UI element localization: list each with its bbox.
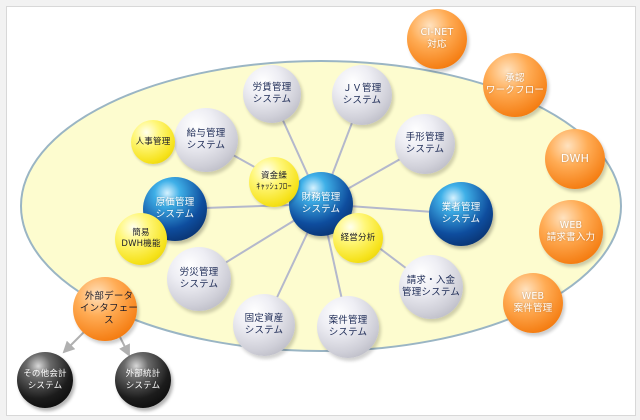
node-label: 外部データ インタフェース <box>79 291 139 326</box>
node-label: 業者管理 システム <box>441 202 481 225</box>
diagram-canvas: 労賃管理 システム ＪＶ管理 システム 手形管理 システム 給与管理 システム … <box>6 6 636 416</box>
node-rodo-chingin: 労賃管理 システム <box>243 65 301 123</box>
node-label: その他会計 システム <box>23 369 67 391</box>
node-label: 外部統計 システム <box>125 369 161 391</box>
node-kanni-dwh: 簡易 DWH機能 <box>115 213 167 265</box>
node-anken: 案件管理 システム <box>317 296 379 358</box>
node-label: 資金繰 ｷｬｯｼｭﾌﾛｰ <box>256 171 292 192</box>
node-cinet: CI-NET 対応 <box>407 9 467 69</box>
node-label: DWH <box>560 152 590 165</box>
node-label: WEB 請求書入力 <box>546 220 596 243</box>
node-label: 原価管理 システム <box>155 197 195 220</box>
node-label: WEB 案件管理 <box>513 291 553 314</box>
node-workflow: 承認 ワークフロー <box>483 53 547 117</box>
node-label: 労災管理 システム <box>179 267 219 290</box>
node-other-acct: その他会計 システム <box>17 352 73 408</box>
node-rosai: 労災管理 システム <box>167 247 231 311</box>
node-label: 請求・入金 管理システム <box>402 275 460 298</box>
node-gyosha: 業者管理 システム <box>429 182 493 246</box>
node-shikin: 資金繰 ｷｬｯｼｭﾌﾛｰ <box>249 157 299 207</box>
node-label: 案件管理 システム <box>328 315 368 338</box>
node-gaibu-sys: 外部統計 システム <box>115 352 171 408</box>
node-gaibu-if: 外部データ インタフェース <box>73 277 138 341</box>
node-label: 承認 ワークフロー <box>485 73 545 96</box>
node-web-anken: WEB 案件管理 <box>503 273 563 333</box>
node-tegata: 手形管理 システム <box>395 114 455 174</box>
node-seikyu: 請求・入金 管理システム <box>399 255 463 319</box>
node-kotei: 固定資産 システム <box>233 294 295 356</box>
node-label: 経営分析 <box>340 232 376 243</box>
node-keiei: 経営分析 <box>333 213 383 263</box>
node-label: 固定資産 システム <box>244 313 284 336</box>
node-label: 給与管理 システム <box>186 128 226 151</box>
node-label: 手形管理 システム <box>405 132 445 155</box>
node-jinji: 人事管理 <box>131 120 175 164</box>
node-label: ＪＶ管理 システム <box>342 83 382 106</box>
node-web-seikyu: WEB 請求書入力 <box>539 200 603 264</box>
node-label: 簡易 DWH機能 <box>121 228 161 249</box>
node-label: CI-NET 対応 <box>420 27 454 50</box>
node-kyuyo: 給与管理 システム <box>174 108 238 172</box>
node-jv: ＪＶ管理 システム <box>332 65 392 125</box>
node-label: 財務管理 システム <box>301 192 341 215</box>
node-label: 人事管理 <box>135 136 171 147</box>
node-dwh: DWH <box>545 129 605 189</box>
node-label: 労賃管理 システム <box>252 82 292 105</box>
